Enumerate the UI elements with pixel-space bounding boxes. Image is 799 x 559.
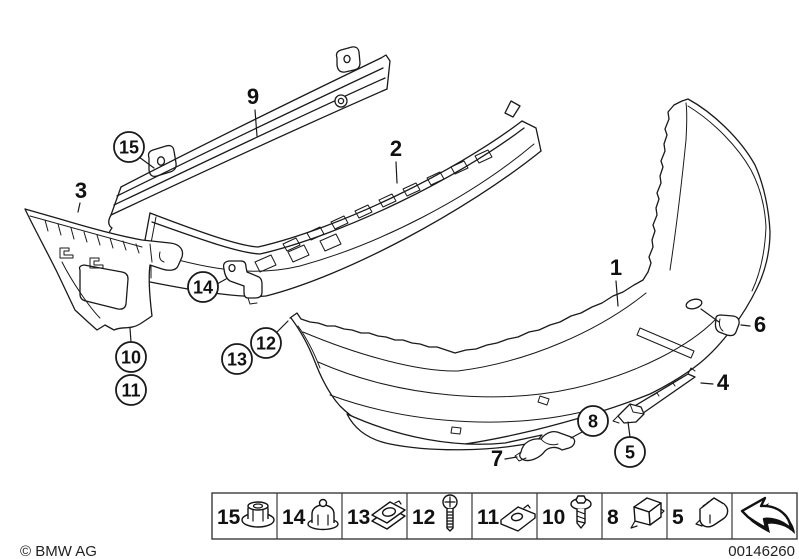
- svg-text:5: 5: [672, 506, 684, 529]
- svg-text:14: 14: [193, 278, 213, 298]
- svg-text:11: 11: [477, 506, 500, 529]
- leader-12: [275, 320, 289, 334]
- callout-3[interactable]: 3: [75, 178, 87, 203]
- svg-text:10: 10: [542, 506, 565, 529]
- svg-text:10: 10: [121, 348, 141, 368]
- bracket-opening: [78, 264, 129, 310]
- callout-1[interactable]: 1: [610, 255, 622, 280]
- svg-text:15: 15: [217, 506, 241, 529]
- callout-15[interactable]: 15: [113, 131, 145, 163]
- leader-9: [254, 109, 258, 137]
- legend-cell-8[interactable]: 8: [607, 497, 665, 529]
- svg-text:11: 11: [121, 381, 140, 401]
- washer-head-screw-icon: [570, 495, 592, 529]
- document-number: 00146260: [728, 543, 795, 559]
- svg-text:5: 5: [625, 443, 635, 463]
- part-drawing-5-clip: [612, 403, 645, 424]
- legend-arrow-cell: [740, 496, 795, 534]
- part-drawing-6-cap: [714, 314, 740, 337]
- svg-text:14: 14: [282, 506, 306, 529]
- slot: [59, 247, 74, 259]
- svg-text:15: 15: [119, 138, 139, 158]
- callout-2[interactable]: 2: [390, 136, 402, 161]
- callout-8[interactable]: 8: [577, 405, 609, 437]
- tab-hole: [156, 156, 166, 166]
- copyright-text: © BMW AG: [20, 543, 97, 559]
- tab-hole: [343, 54, 351, 64]
- retaining-clip-icon: [695, 497, 729, 528]
- phillips-screw-icon: [442, 494, 458, 532]
- flat-clip-icon: [500, 504, 536, 532]
- callout-7[interactable]: 7: [491, 446, 503, 471]
- speed-clip-icon: [371, 500, 406, 530]
- legend-cell-13[interactable]: 13: [347, 500, 406, 530]
- leader-3: [77, 202, 81, 213]
- legend-cell-11[interactable]: 11: [477, 504, 536, 532]
- legend-cell-10[interactable]: 10: [542, 495, 592, 529]
- part-drawing-9-impact-bar: [107, 46, 391, 242]
- callout-12[interactable]: 12: [250, 327, 282, 359]
- svg-text:12: 12: [412, 506, 435, 529]
- leader-14: [216, 278, 227, 285]
- callout-6[interactable]: 6: [754, 312, 766, 337]
- svg-text:8: 8: [588, 412, 598, 432]
- legend-table: 15 14 13: [211, 492, 798, 540]
- leader-lines: [77, 109, 751, 460]
- legend-cell-14[interactable]: 14: [282, 498, 339, 531]
- callout-14[interactable]: 14: [187, 271, 219, 303]
- part-drawing-14-bracket: [222, 260, 263, 305]
- callout-10[interactable]: 10: [115, 341, 147, 373]
- legend-cell-5[interactable]: 5: [672, 497, 729, 529]
- end-tab: [504, 100, 521, 118]
- flange-nut-icon: [241, 501, 275, 528]
- cap-nut-icon: [307, 498, 339, 531]
- part-drawing-3-side-bracket: [24, 208, 184, 331]
- svg-text:13: 13: [347, 506, 370, 529]
- leader-7-dash: [504, 456, 518, 460]
- legend-cell-12[interactable]: 12: [412, 494, 458, 532]
- leader-6-dash: [740, 324, 751, 327]
- tow-hook-hole: [685, 298, 703, 310]
- svg-text:13: 13: [227, 350, 247, 370]
- leader-6: [700, 308, 720, 323]
- callout-13[interactable]: 13: [221, 343, 253, 375]
- leader-15: [138, 156, 155, 169]
- leader-10: [129, 327, 132, 343]
- callout-4[interactable]: 4: [717, 370, 730, 395]
- svg-text:12: 12: [256, 334, 276, 354]
- leader-1: [615, 280, 619, 307]
- callout-9[interactable]: 9: [247, 84, 259, 109]
- legend-cell-15[interactable]: 15: [217, 501, 275, 529]
- leader-5: [627, 421, 631, 438]
- part-drawing-7-clip: [514, 431, 576, 462]
- part-drawing-1-bumper-cover: [289, 98, 771, 451]
- reflector-recess: [636, 327, 695, 359]
- leader-4-dash: [700, 382, 714, 385]
- callout-11[interactable]: 11: [115, 374, 147, 406]
- leader-2: [395, 161, 398, 184]
- bracket-hole: [228, 263, 236, 273]
- callout-5[interactable]: 5: [614, 436, 646, 468]
- bolt: [334, 94, 348, 108]
- slot: [89, 257, 104, 269]
- lower-skirt: [346, 413, 543, 451]
- view-direction-arrow-icon: [740, 496, 795, 534]
- callouts: 9 3 2 1 6 4 7 15 14 12 13 10 11: [75, 84, 766, 471]
- svg-text:8: 8: [607, 506, 619, 529]
- mounting-tab: [335, 46, 361, 73]
- expansion-rivet-icon: [630, 497, 665, 529]
- part-drawing-2-shock-absorber: [144, 100, 542, 298]
